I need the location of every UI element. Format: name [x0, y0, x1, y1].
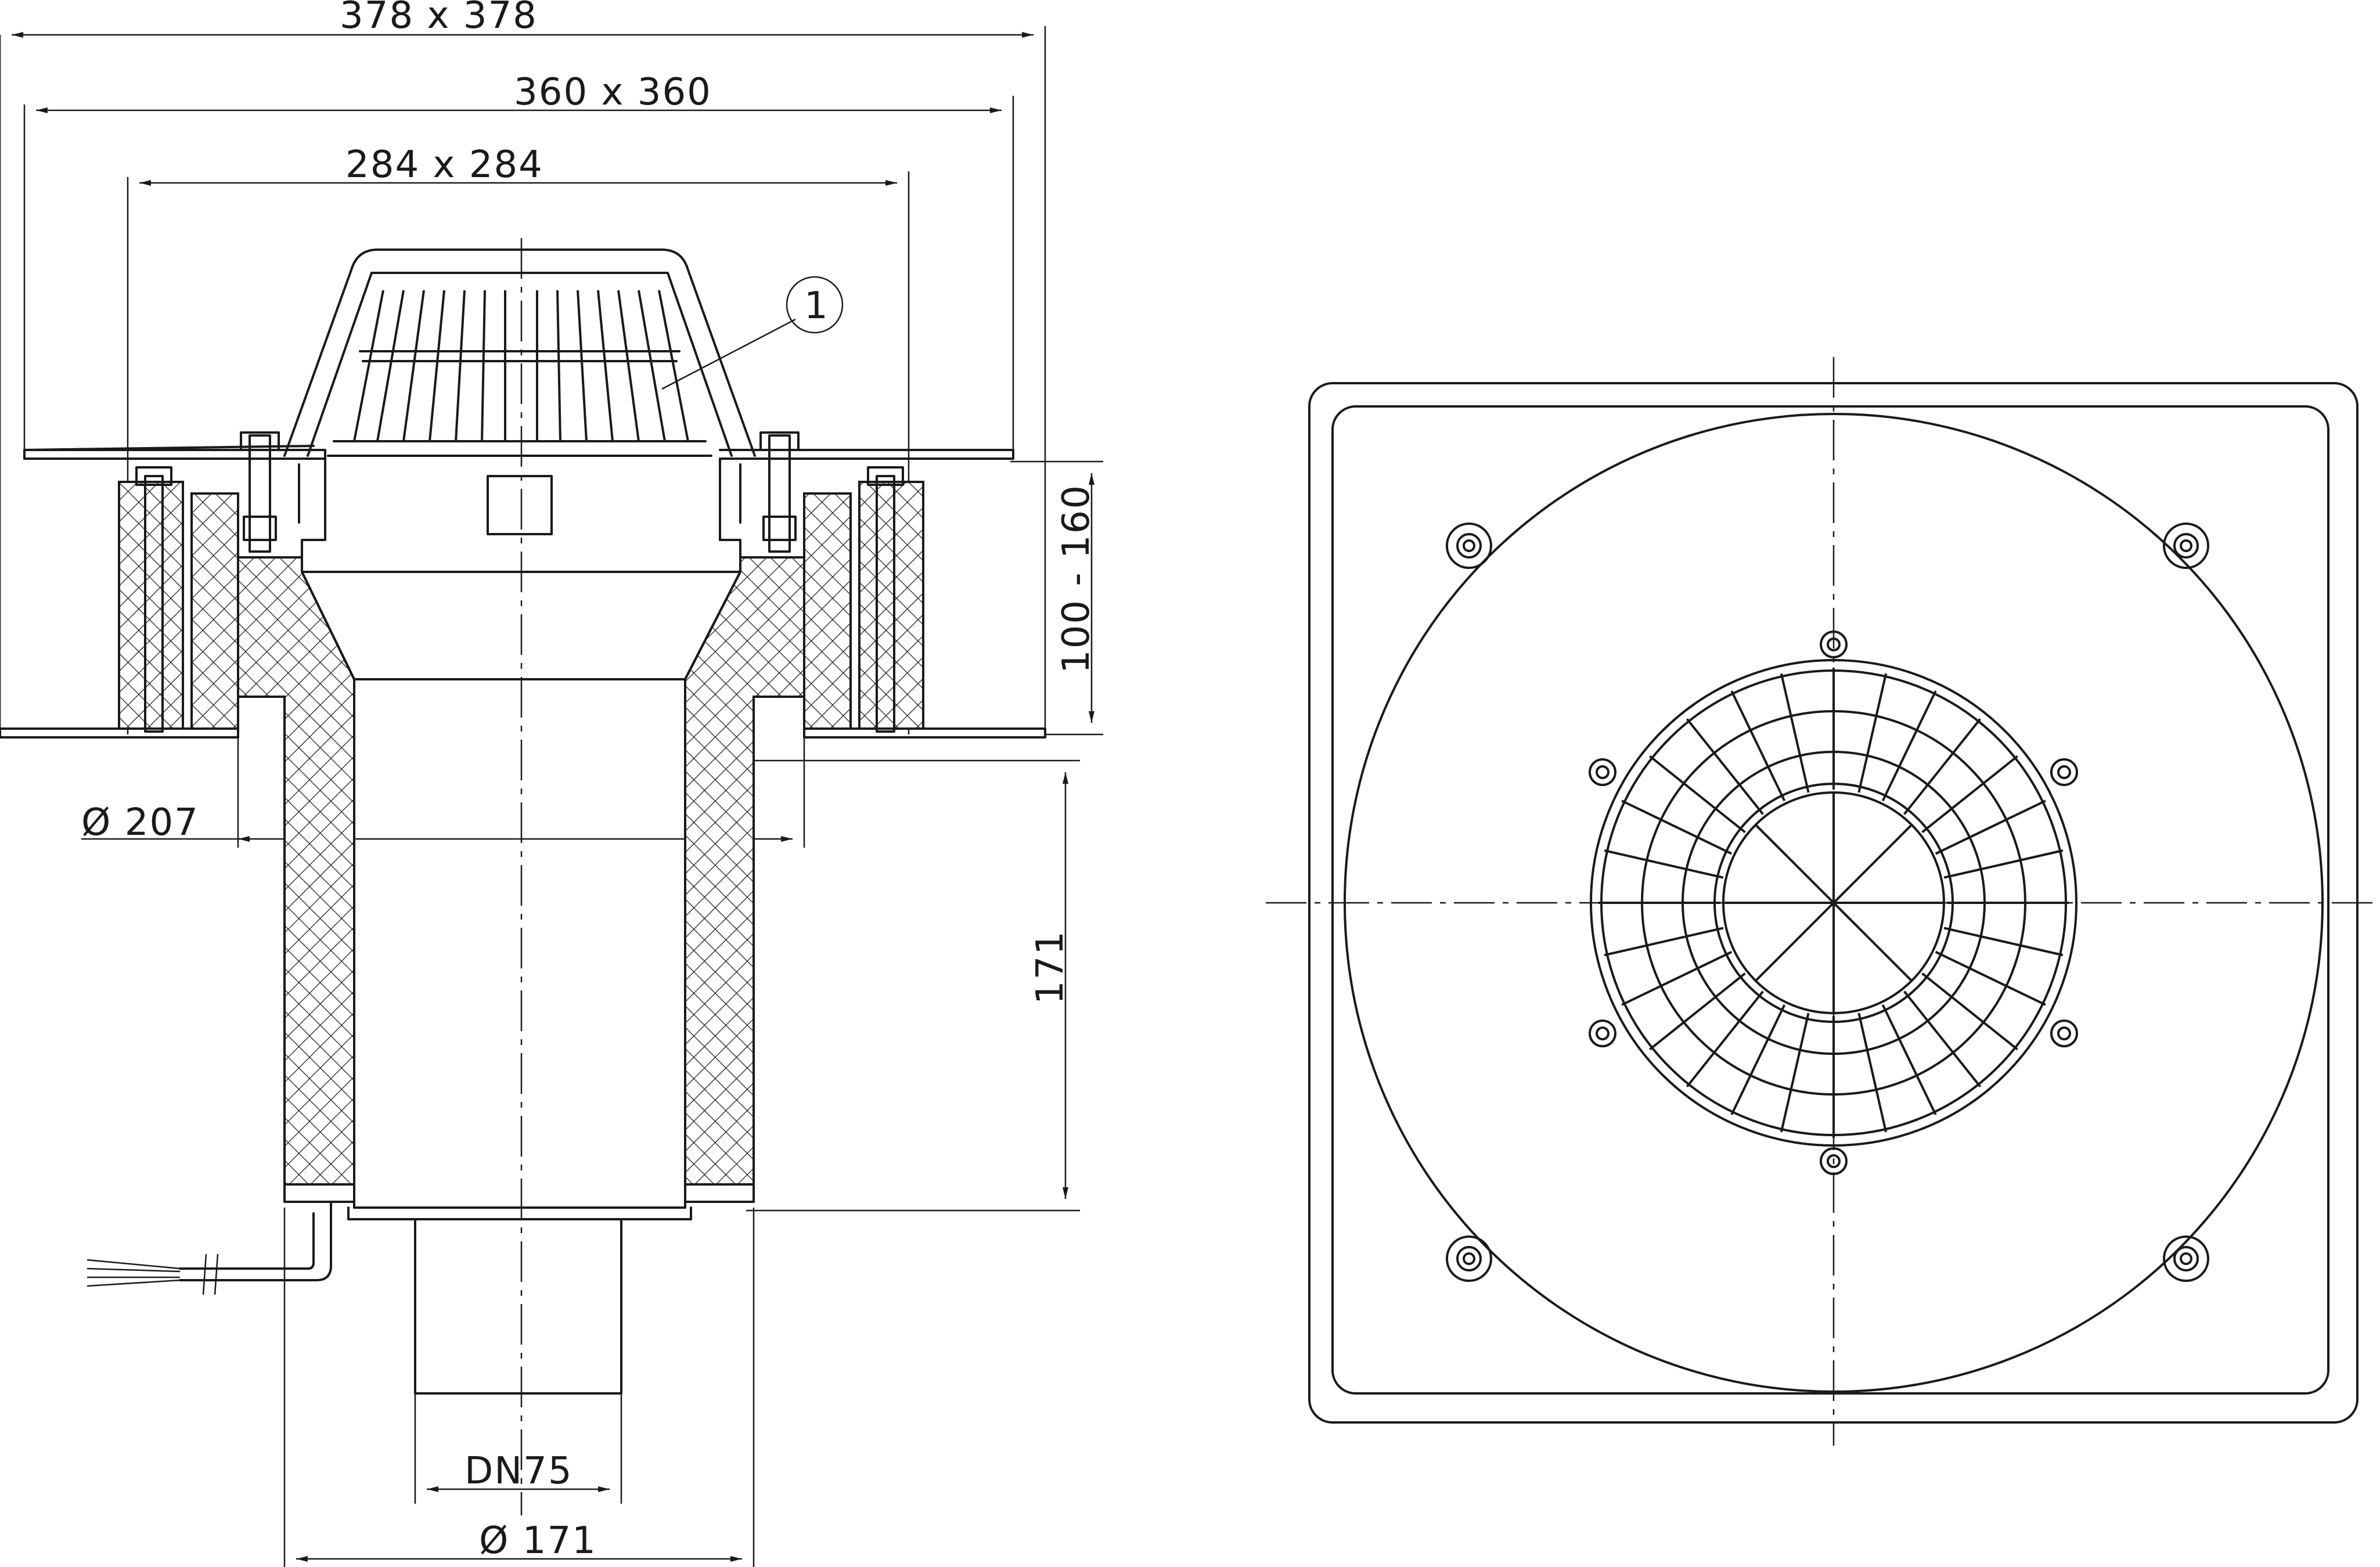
upper-housing	[240, 431, 800, 573]
grating-rib	[1857, 673, 1888, 793]
grating-rib	[1730, 690, 1786, 802]
grating-rib	[1621, 799, 1733, 855]
grating-rib	[1780, 1013, 1810, 1133]
centre-spoke	[1832, 902, 1913, 982]
dim-207: Ø 207	[81, 801, 199, 844]
clamp-nut	[1820, 631, 1848, 658]
grating-rib	[1881, 1004, 1937, 1115]
drain-body	[237, 556, 805, 1220]
grating-rib	[1921, 972, 2018, 1051]
grating-rib	[1686, 990, 1764, 1087]
corner-bolt	[1446, 1235, 1492, 1282]
grating-rib	[1730, 1004, 1786, 1115]
dim-378: 378 x 378	[340, 0, 538, 37]
dimension-height-range: 100 - 160	[1010, 460, 1103, 736]
insulation-left	[118, 466, 239, 733]
grating-rib	[1686, 718, 1764, 815]
dim-dn75: DN75	[465, 1450, 573, 1493]
grating-rib	[1604, 849, 1724, 879]
dimension-outlet-dn: DN75	[414, 1382, 622, 1504]
flange-circle	[1344, 413, 2324, 1393]
dimension-outer-flange: 378 x 378	[0, 0, 1046, 734]
grating-rib	[1943, 849, 2064, 879]
corner-bolt	[2163, 1235, 2209, 1282]
dim-284: 284 x 284	[345, 143, 543, 186]
centre-spoke	[1755, 824, 1835, 904]
grating-rib	[1943, 927, 2064, 957]
grating-rib	[1903, 990, 1982, 1087]
centre-spoke	[1832, 824, 1913, 904]
section-view: 378 x 378 360 x 360 284 x 284 100 - 160 …	[0, 0, 1103, 1567]
dim-360: 360 x 360	[514, 71, 712, 114]
centre-spoke	[1755, 902, 1835, 982]
leaf-guard-dome: 1	[283, 248, 844, 457]
clamp-nut	[2050, 1020, 2078, 1047]
corner-bolt	[1446, 523, 1492, 569]
grating-rib	[1935, 799, 2046, 855]
insulation-right	[803, 466, 924, 733]
dimension-outlet-diameter: Ø 171	[283, 1208, 755, 1567]
grating-rib	[1935, 950, 2046, 1006]
dim-171-diameter: Ø 171	[479, 1519, 597, 1562]
grating-rib	[1621, 950, 1733, 1006]
clamp-nut	[1589, 758, 1616, 786]
clamp-nut	[1589, 1020, 1616, 1047]
flange-inner-square	[1331, 405, 2329, 1395]
corner-bolt	[2163, 523, 2209, 569]
grating-rib	[1903, 718, 1982, 815]
flange-outer-square	[1308, 382, 2359, 1424]
clamp-nut	[2050, 758, 2078, 786]
dim-171: 171	[1029, 930, 1072, 1004]
dimension-collar-diameter: Ø 207	[81, 708, 805, 848]
dimension-mid-flange: 360 x 360	[23, 71, 1014, 456]
grating-rib	[1604, 927, 1724, 957]
dimension-body-height: 171	[746, 759, 1080, 1212]
clamp-nut	[1820, 1147, 1848, 1175]
grating-rib	[1857, 1013, 1888, 1133]
grating-rib	[1649, 755, 1746, 833]
grating-rib	[1921, 755, 2018, 833]
heating-cable	[87, 1201, 332, 1295]
plan-view	[1266, 357, 2380, 1446]
grating-rib	[1881, 690, 1937, 802]
dimension-inner-flange: 284 x 284	[127, 143, 910, 734]
outlet-pipe	[414, 1218, 622, 1395]
grating-rib	[1649, 972, 1746, 1051]
dim-100-160: 100 - 160	[1055, 484, 1098, 673]
callout-1: 1	[804, 284, 829, 327]
grating-rib	[1780, 673, 1810, 793]
leaf-guard-top-view	[1590, 659, 2077, 1147]
